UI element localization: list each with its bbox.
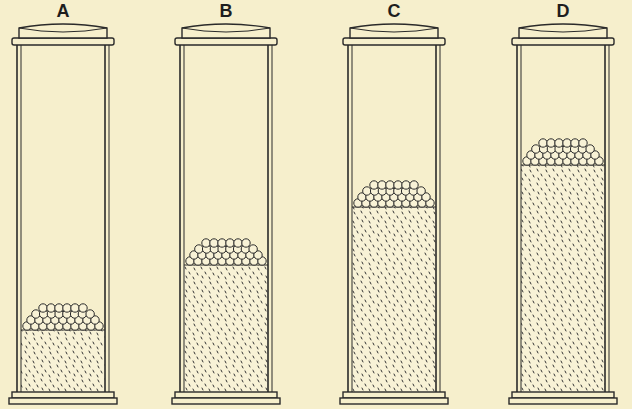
cylinder-base bbox=[509, 398, 617, 404]
glass-wall bbox=[179, 44, 181, 392]
bead bbox=[370, 181, 378, 189]
powder-fill bbox=[21, 330, 105, 392]
bead bbox=[195, 245, 203, 253]
bead bbox=[363, 187, 371, 195]
glass-cylinder bbox=[9, 24, 117, 404]
bead bbox=[55, 304, 63, 312]
bead bbox=[39, 304, 47, 312]
lid bbox=[19, 24, 107, 38]
lid-rim bbox=[12, 38, 114, 45]
lid-rim bbox=[512, 38, 614, 45]
cylinder-base bbox=[12, 392, 114, 398]
powder-fill bbox=[352, 207, 436, 392]
cylinder-letter: A bbox=[57, 1, 70, 22]
cylinder-base bbox=[9, 398, 117, 404]
bead bbox=[218, 239, 226, 247]
glass-wall bbox=[347, 44, 349, 392]
lid bbox=[182, 28, 270, 32]
glass-cylinder bbox=[340, 24, 448, 404]
glass-cylinder bbox=[509, 24, 617, 404]
cylinder-base bbox=[175, 392, 277, 398]
powder-fill bbox=[184, 265, 268, 392]
powder-fill bbox=[352, 207, 436, 392]
bead bbox=[249, 245, 257, 253]
bead bbox=[378, 181, 386, 189]
cylinder-base bbox=[512, 392, 614, 398]
bead bbox=[242, 239, 250, 247]
glass-wall bbox=[440, 44, 441, 392]
lid bbox=[519, 24, 607, 38]
cylinder-base bbox=[340, 398, 448, 404]
lid-rim bbox=[343, 38, 445, 45]
bead bbox=[532, 145, 540, 153]
cylinder-letter: B bbox=[220, 1, 233, 22]
glass-wall bbox=[109, 44, 110, 392]
bead bbox=[555, 139, 563, 147]
bead bbox=[417, 187, 425, 195]
glass-wall bbox=[604, 44, 606, 392]
lid bbox=[19, 28, 107, 32]
glass-wall bbox=[104, 44, 106, 392]
cylinder-letter: C bbox=[388, 1, 401, 22]
glass-wall bbox=[521, 44, 522, 392]
cylinder-base bbox=[172, 398, 280, 404]
bead bbox=[410, 181, 418, 189]
glass-wall bbox=[21, 44, 22, 392]
lid bbox=[350, 28, 438, 32]
lid bbox=[519, 28, 607, 32]
lid bbox=[182, 24, 270, 38]
glass-wall bbox=[516, 44, 518, 392]
powder-fill bbox=[21, 330, 105, 392]
bead bbox=[79, 304, 87, 312]
glass-cylinder bbox=[172, 24, 280, 404]
glass-wall bbox=[16, 44, 18, 392]
bead bbox=[386, 181, 394, 189]
bead bbox=[47, 304, 55, 312]
bead bbox=[547, 139, 555, 147]
lid-rim bbox=[175, 38, 277, 45]
cylinder-letter: D bbox=[557, 1, 570, 22]
glass-wall bbox=[435, 44, 437, 392]
bead bbox=[579, 139, 587, 147]
bead bbox=[586, 145, 594, 153]
powder-fill bbox=[521, 165, 605, 392]
glass-wall bbox=[609, 44, 610, 392]
glass-wall bbox=[267, 44, 269, 392]
bead bbox=[226, 239, 234, 247]
bead bbox=[32, 310, 40, 318]
lid bbox=[350, 24, 438, 38]
bead bbox=[71, 304, 79, 312]
bead bbox=[86, 310, 94, 318]
powder-fill bbox=[521, 165, 605, 392]
glass-wall bbox=[352, 44, 353, 392]
bead bbox=[63, 304, 71, 312]
bead bbox=[539, 139, 547, 147]
glass-wall bbox=[272, 44, 273, 392]
bead bbox=[394, 181, 402, 189]
bead bbox=[202, 239, 210, 247]
bead bbox=[571, 139, 579, 147]
glass-wall bbox=[184, 44, 185, 392]
cylinder-base bbox=[343, 392, 445, 398]
bead bbox=[234, 239, 242, 247]
bead bbox=[210, 239, 218, 247]
bead bbox=[402, 181, 410, 189]
powder-fill bbox=[184, 265, 268, 392]
bead bbox=[563, 139, 571, 147]
